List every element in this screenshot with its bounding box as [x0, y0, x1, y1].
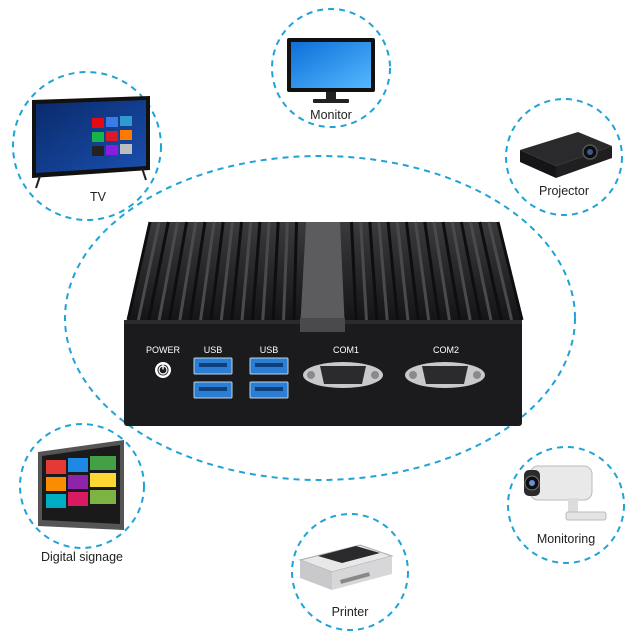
power-button[interactable] [155, 362, 171, 378]
heatsink-fin [487, 221, 514, 321]
heatsink-fin [199, 221, 216, 321]
security-camera-icon [524, 465, 607, 521]
tv-label: TV [90, 190, 106, 204]
monitor-label: Monitor [310, 108, 352, 122]
usb-port-pair-1[interactable] [193, 357, 233, 399]
heatsink-fin [377, 221, 389, 321]
digital-signage-label: Digital signage [41, 550, 123, 564]
peripheral-circle-printer [291, 513, 409, 631]
heatsink-fin [167, 221, 189, 321]
com1-port[interactable] [303, 362, 383, 388]
monitoring-label: Monitoring [536, 532, 596, 546]
heatsink-fin [386, 221, 400, 321]
tv-icon [32, 96, 150, 189]
projector-icon [520, 132, 612, 178]
usb1-label: USB [204, 345, 223, 355]
heatsink-fin [349, 221, 358, 321]
connection-ring [64, 155, 576, 481]
heatsink-fin [359, 221, 368, 321]
heatsink-fin [450, 221, 472, 321]
com2-port[interactable] [405, 362, 485, 388]
mini-pc: POWER USB USB COM1 COM2 [124, 221, 524, 426]
printer-label: Printer [331, 605, 369, 619]
heatsink-fin [240, 221, 253, 321]
heatsink-fin [219, 221, 234, 321]
heatsink-fin [368, 221, 379, 321]
heatsink-fin [147, 221, 170, 321]
heatsink-fin [459, 221, 482, 321]
heatsink-fin [271, 221, 280, 321]
projector-label: Projector [538, 184, 590, 198]
printer-icon [298, 544, 394, 590]
usb-port-pair-2[interactable] [249, 357, 289, 399]
heatsink-fin [136, 221, 161, 321]
heatsink-fin [188, 221, 207, 321]
digital-signage-icon [38, 440, 124, 530]
heatsink-fin [441, 221, 462, 321]
heatsink-fin [478, 221, 503, 321]
heatsink-fin [404, 221, 420, 321]
heatsink-fin [469, 221, 493, 321]
peripheral-circle-tv [12, 71, 162, 221]
heatsink-fin [261, 221, 271, 321]
heatsink-fin [157, 221, 179, 321]
heatsink-fin [178, 221, 198, 321]
heatsink-fin [126, 221, 152, 321]
peripheral-circle-digital-signage [19, 423, 145, 549]
peripheral-circle-monitoring [507, 446, 625, 564]
power-label: POWER [146, 345, 181, 355]
heatsink-fin [250, 221, 262, 321]
heatsink-channel [300, 222, 345, 330]
heatsink-fin [496, 221, 524, 321]
com1-label: COM1 [333, 345, 359, 355]
com2-label: COM2 [433, 345, 459, 355]
peripheral-circle-monitor [271, 8, 391, 128]
heatsink-fin [414, 221, 431, 321]
heatsink-fin [432, 221, 451, 321]
peripheral-circle-projector [505, 98, 623, 216]
heatsink-fin [282, 221, 289, 321]
heatsink-fin [209, 221, 225, 321]
heatsink-fin [292, 221, 299, 321]
heatsink-fins [126, 221, 524, 321]
usb2-label: USB [260, 345, 279, 355]
heatsink-fin [395, 221, 410, 321]
heatsink-fin [423, 221, 441, 321]
heatsink-fin [230, 221, 244, 321]
monitor-icon [287, 38, 375, 103]
